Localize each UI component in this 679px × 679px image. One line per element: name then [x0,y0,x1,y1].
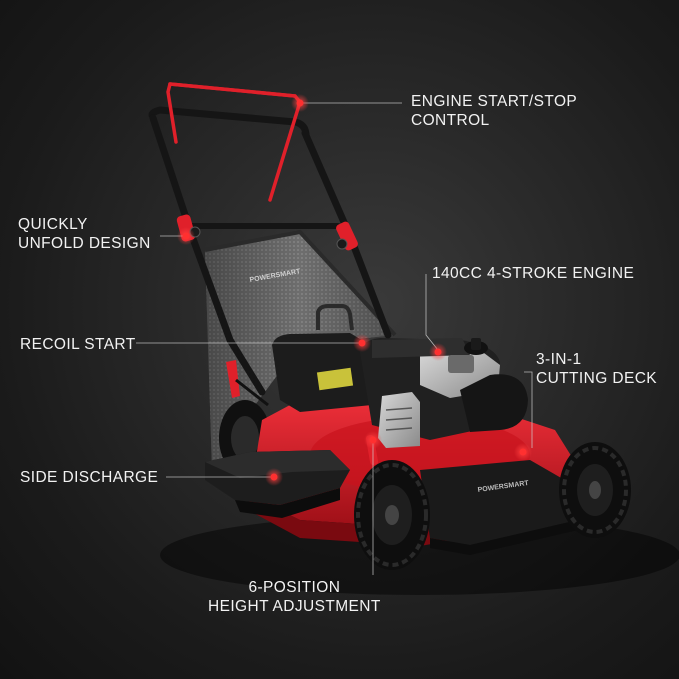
front-bumper: POWERSMART [420,460,582,555]
engine [272,333,528,448]
callout-engine: 140CC 4-STROKE ENGINE [432,265,635,282]
front-left-wheel [354,460,430,570]
recoil-handle [226,360,240,398]
callout-side-discharge: SIDE DISCHARGE [20,469,159,486]
grass-bag [204,229,397,488]
front-right-wheel [559,442,631,538]
callout-markers [177,94,532,486]
handle-frame [148,82,392,396]
callout-recoil-start: RECOIL START [20,336,136,353]
fold-lever-right [336,221,358,251]
callout-lines [136,102,533,575]
